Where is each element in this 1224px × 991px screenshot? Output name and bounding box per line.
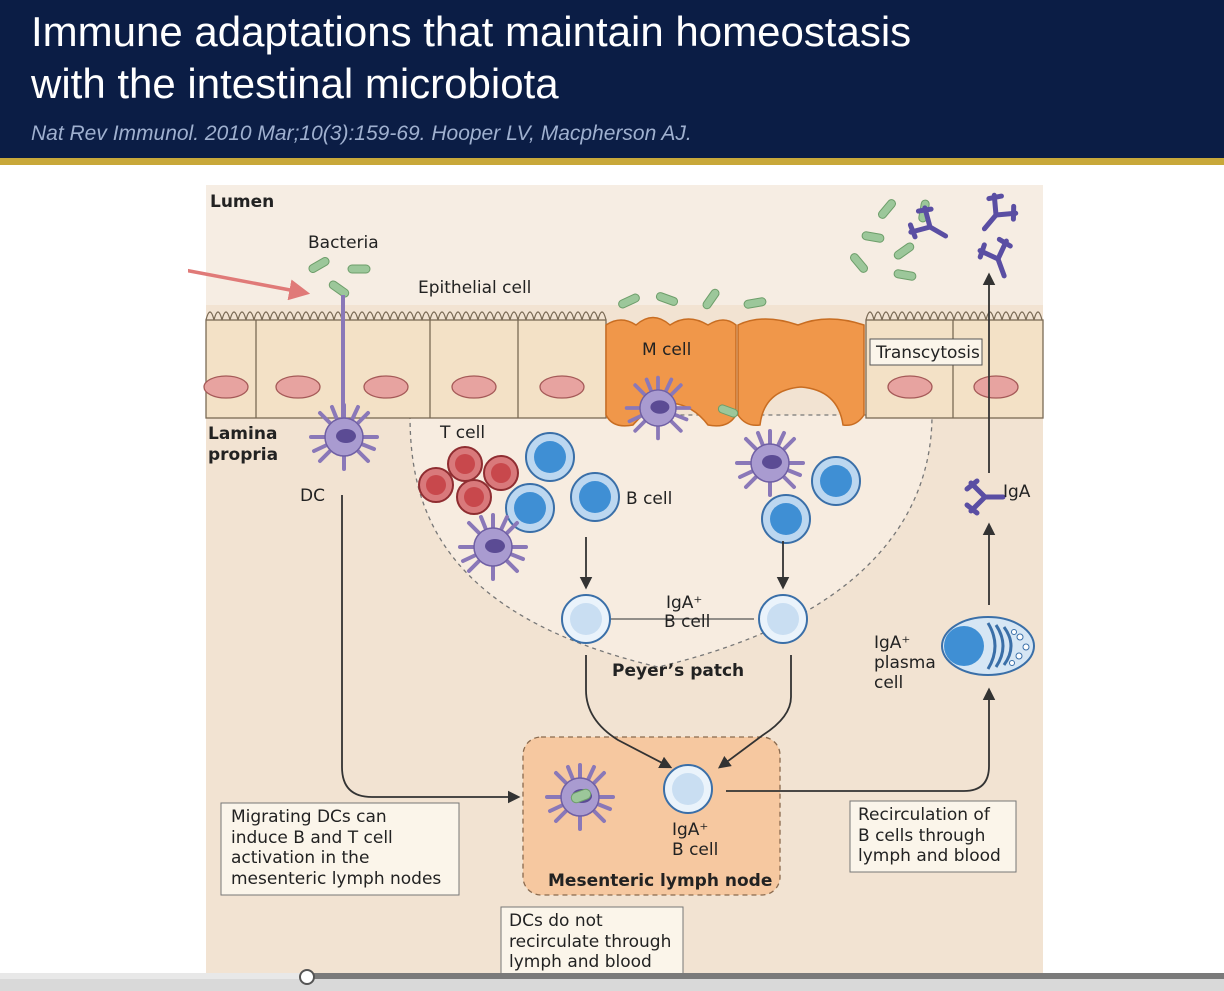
- note-dcs-do-not: DCs do not recirculate through lymph and…: [509, 911, 671, 973]
- note-recirculation: Recirculation of B cells through lymph a…: [858, 805, 1001, 867]
- epithelial-cell-label: Epithelial cell: [418, 278, 531, 298]
- dc-label: DC: [300, 486, 325, 506]
- note-migrating-line-1: Migrating DCs can: [231, 807, 387, 827]
- b-cell-label: B cell: [626, 489, 672, 509]
- note-migrating-dcs: Migrating DCs can induce B and T cell ac…: [231, 807, 441, 889]
- iga-label: IgA: [1003, 482, 1031, 502]
- lymph-node-iga-b-cell: [663, 764, 713, 814]
- note-migrating-line-2: induce B and T cell: [231, 827, 393, 848]
- arrow-patch-to-node-right: [717, 655, 792, 769]
- player-progress-played: [0, 973, 306, 979]
- note-recirculation-line-2: B cells through: [858, 825, 986, 846]
- m-cell: [605, 316, 865, 427]
- m-cell-dc: [624, 375, 692, 441]
- note-dcs-line-1: DCs do not: [509, 911, 603, 931]
- node-iga-b-label-line-2: B cell: [672, 840, 718, 860]
- patch-dc-right: [735, 429, 805, 497]
- plasma-cell-label-line-3: cell: [874, 673, 903, 693]
- note-dcs-line-3: lymph and blood: [509, 952, 652, 972]
- lumen-label: Lumen: [210, 192, 274, 212]
- note-dcs-line-2: recirculate through: [509, 931, 672, 952]
- t-cell-label: T cell: [439, 423, 485, 443]
- bacteria-label: Bacteria: [308, 233, 379, 253]
- node-iga-b-label-line-1: IgA⁺: [672, 820, 708, 840]
- plasma-cell: [941, 616, 1035, 676]
- note-migrating-box: [220, 802, 460, 896]
- player-scrubber-handle[interactable]: [299, 969, 315, 985]
- patch-dc-left: [458, 513, 528, 581]
- note-recirculation-line-1: Recirculation of: [858, 805, 990, 825]
- header-gold-rule: [0, 158, 1224, 165]
- peyers-patch-label: Peyer’s patch: [612, 661, 744, 681]
- lamina-propria-label-line-2: propria: [208, 445, 278, 465]
- lamina-propria-dc: [309, 295, 379, 471]
- lamina-propria-label-line-1: Lamina: [208, 424, 277, 444]
- transcytosis-box: [869, 338, 983, 366]
- player-control-bar: [0, 979, 1224, 991]
- lymph-node-dc: [545, 763, 615, 831]
- arrow-recirculation: [726, 687, 996, 792]
- figure-canvas: Lumen Bacteria Epithelial cell M cell Tr…: [157, 185, 1044, 978]
- player-progress-track[interactable]: [0, 973, 1224, 979]
- note-migrating-line-4: mesenteric lymph nodes: [231, 868, 442, 889]
- patch-iga-b-label-line-1: IgA⁺: [666, 593, 702, 613]
- mesenteric-lymph-node-label: Mesenteric lymph node: [548, 871, 772, 891]
- epithelial-layer: [203, 311, 1044, 419]
- note-recirculation-box: [849, 800, 1017, 873]
- plasma-cell-label-line-2: plasma: [874, 653, 936, 673]
- slide-header: Immune adaptations that maintain homeost…: [0, 0, 1224, 158]
- lumen-region: [206, 185, 1043, 305]
- citation: Nat Rev Immunol. 2010 Mar;10(3):159-69. …: [31, 122, 692, 145]
- transcytosis-label: Transcytosis: [875, 343, 980, 363]
- arrow-dc-migration: [341, 495, 521, 804]
- patch-iga-b-label-line-2: B cell: [664, 612, 710, 632]
- note-migrating-line-3: activation in the: [231, 848, 370, 868]
- plasma-cell-label-line-1: IgA⁺: [874, 633, 910, 653]
- patch-iga-b-cells: [561, 594, 808, 644]
- m-cell-label: M cell: [642, 340, 691, 360]
- mesenteric-lymph-node-box: [522, 736, 781, 896]
- slide-title-line-1: Immune adaptations that maintain homeost…: [31, 8, 912, 55]
- arrow-patch-to-node-left: [585, 655, 673, 769]
- slide-title: Immune adaptations that maintain homeost…: [31, 6, 911, 110]
- slide-title-line-2: with the intestinal microbiota: [31, 60, 559, 107]
- gut-immunity-figure: Lumen Bacteria Epithelial cell M cell Tr…: [157, 175, 1048, 980]
- note-recirculation-line-3: lymph and blood: [858, 846, 1001, 866]
